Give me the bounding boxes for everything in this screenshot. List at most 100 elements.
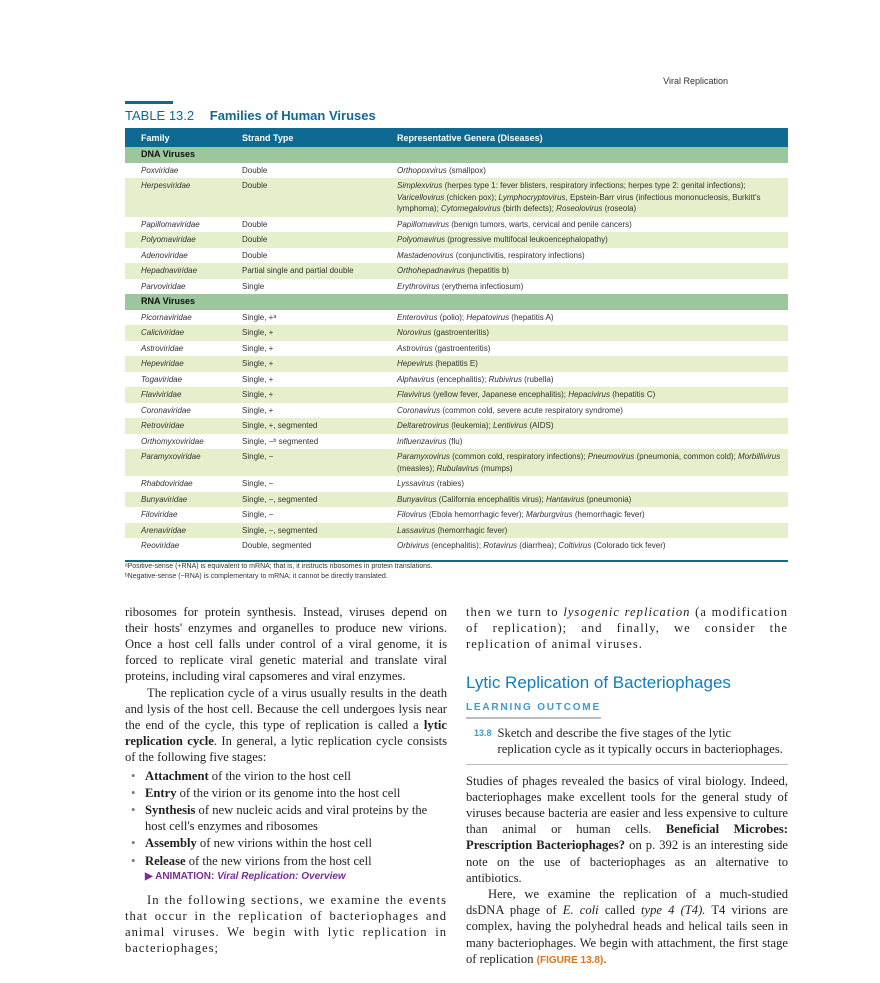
text-run: Bunyavirus xyxy=(397,494,437,504)
left-column: ribosomes for protein synthesis. Instead… xyxy=(125,604,447,967)
genera-cell: Influenzavirus (flu) xyxy=(381,434,788,450)
genera-cell: Alphavirus (encephalitis); Rubivirus (ru… xyxy=(381,372,788,388)
text-run: (hemorrhagic fever) xyxy=(435,525,508,535)
family-cell: Rhabdoviridae xyxy=(141,479,193,488)
genera-cell: Orbivirus (encephalitis); Rotavirus (dia… xyxy=(381,538,788,554)
text-run: (hemorrhagic fever) xyxy=(572,510,645,519)
text-run: Influenzavirus xyxy=(397,436,447,446)
title-rule xyxy=(125,101,173,104)
strand-cell: Double xyxy=(242,165,268,175)
strand-cell: Partial single and partial double xyxy=(226,263,381,279)
text-run: Lymphocryptovirus xyxy=(498,192,566,202)
text-run: (a modification of replication); and fin… xyxy=(466,604,788,651)
text-run: Enterovirus xyxy=(397,312,438,322)
text-run: on p. 392 is an interesting side note on… xyxy=(466,838,789,885)
strand-cell: Single, − xyxy=(226,449,381,476)
learning-outcome-item: 13.8 Sketch and describe the five stages… xyxy=(466,725,788,765)
family-cell: Flaviviridae xyxy=(125,387,226,403)
table-row: Picornaviridae Single, +ᵃ Enterovirus (pol… xyxy=(125,310,788,326)
paragraph: In the following sections, we examine th… xyxy=(125,892,447,957)
family-cell: Hepadnaviridae xyxy=(125,263,226,279)
strand-cell: Single, −, segmented xyxy=(226,522,381,538)
genera-cell: Orthopoxvirus (smallpox) xyxy=(381,163,788,179)
running-head: Viral Replication xyxy=(663,76,728,86)
text-run: Roseolovirus xyxy=(556,204,603,213)
genera-cell: Papillomavirus (benign tumors, warts, ce… xyxy=(381,217,788,233)
text-run: (AIDS) xyxy=(527,421,554,430)
text-run: (common cold, severe acute respiratory s… xyxy=(440,405,623,415)
group-row: DNA Viruses xyxy=(125,147,788,163)
text-run: of the virion to the host cell xyxy=(208,768,352,783)
table-row: Coronaviridae Single, + Coronavirus (commo… xyxy=(125,403,788,419)
text-run: . xyxy=(603,951,607,966)
text-run: (pneumonia) xyxy=(584,494,632,504)
family-cell: Herpesviridae xyxy=(125,178,226,217)
strand-cell: Single, + xyxy=(226,325,381,341)
text-run: (benign tumors, warts, cervical and peni… xyxy=(449,219,632,229)
family-cell: Adenoviridae xyxy=(141,250,188,260)
animation-link[interactable]: ▶ ANIMATION: Viral Replication: Overview xyxy=(125,870,447,884)
text-run: (hepatitis A) xyxy=(509,312,554,322)
text-run: (roseola) xyxy=(602,204,637,213)
strand-cell: Double xyxy=(242,219,268,229)
family-cell: Filoviridae xyxy=(141,510,178,519)
strand-cell: Double, segmented xyxy=(242,541,312,550)
text-run: In the following sections, we examine th… xyxy=(125,892,447,956)
text-run: Rubulavirus xyxy=(436,463,479,473)
text-run: Synthesis xyxy=(145,802,196,817)
strand-cell: Single, + xyxy=(226,387,381,403)
strand-cell: Double xyxy=(242,250,268,260)
footnote-a: ᵃPositive-sense (+RNA) is equivalent to … xyxy=(125,562,433,570)
text-run: (hepatitis C) xyxy=(609,390,656,399)
text-run: Paramyxovirus xyxy=(397,452,450,461)
text-run: (polio); xyxy=(437,312,467,322)
virus-families-table: Family Strand Type Representative Genera… xyxy=(125,128,788,554)
table-header-row: Family Strand Type Representative Genera… xyxy=(125,128,788,147)
text-run: lytic replication cycle xyxy=(125,717,447,749)
figure-reference[interactable]: (FIGURE 13.8) xyxy=(536,954,604,966)
learning-outcome-text: Sketch and describe the five stages of t… xyxy=(497,726,783,757)
family-cell: Hepeviridae xyxy=(125,356,226,372)
animation-title: Viral Replication: Overview xyxy=(217,870,346,882)
paragraph: Studies of phages revealed the basics of… xyxy=(466,773,788,886)
family-cell: Picornaviridae xyxy=(141,312,192,322)
animation-label: ▶ ANIMATION: xyxy=(145,870,215,882)
strand-cell: Single, +ᵃ xyxy=(242,312,277,322)
text-run: Coronavirus xyxy=(397,405,441,415)
text-run: (diarrhea); xyxy=(517,541,559,550)
strand-cell: Single, + xyxy=(242,405,274,415)
text-run: Hepevirus xyxy=(397,359,434,368)
text-run: (mumps) xyxy=(478,463,513,473)
text-run: Simplexvirus xyxy=(397,181,443,190)
family-cell: Coronaviridae xyxy=(141,405,191,415)
family-cell: Retroviridae xyxy=(125,418,226,434)
strand-cell: Single, +, segmented xyxy=(226,418,381,434)
text-run: (encephalitis); xyxy=(429,541,484,550)
stage-item: Synthesis of new nucleic acids and viral… xyxy=(131,802,447,834)
family-cell: Bunyaviridae xyxy=(125,491,226,507)
text-run: Hantavirus xyxy=(545,494,585,504)
text-run: (conjunctivitis, respiratory infections) xyxy=(453,250,585,260)
text-run: type 4 (T4). xyxy=(641,903,706,918)
stage-item: Entry of the virion or its genome into t… xyxy=(131,785,447,801)
learning-outcome-heading: LEARNING OUTCOME xyxy=(466,701,601,720)
text-run: Orthohepadnavirus xyxy=(397,266,466,275)
text-run: Morbillivirus xyxy=(738,452,781,461)
header-family: Family xyxy=(125,128,226,147)
text-run: Release xyxy=(145,853,186,868)
stages-list: Attachment of the virion to the host cel… xyxy=(125,768,447,869)
table-bottom-rule xyxy=(125,559,788,562)
text-run: Pneumovirus xyxy=(587,452,635,461)
text-run: Hepacivirus xyxy=(568,390,610,399)
group-label: RNA Viruses xyxy=(125,294,788,310)
family-cell: Togaviridae xyxy=(141,374,183,384)
strand-cell: Single, −, segmented xyxy=(226,491,381,507)
text-run: Cytomegalovirus xyxy=(441,204,501,213)
